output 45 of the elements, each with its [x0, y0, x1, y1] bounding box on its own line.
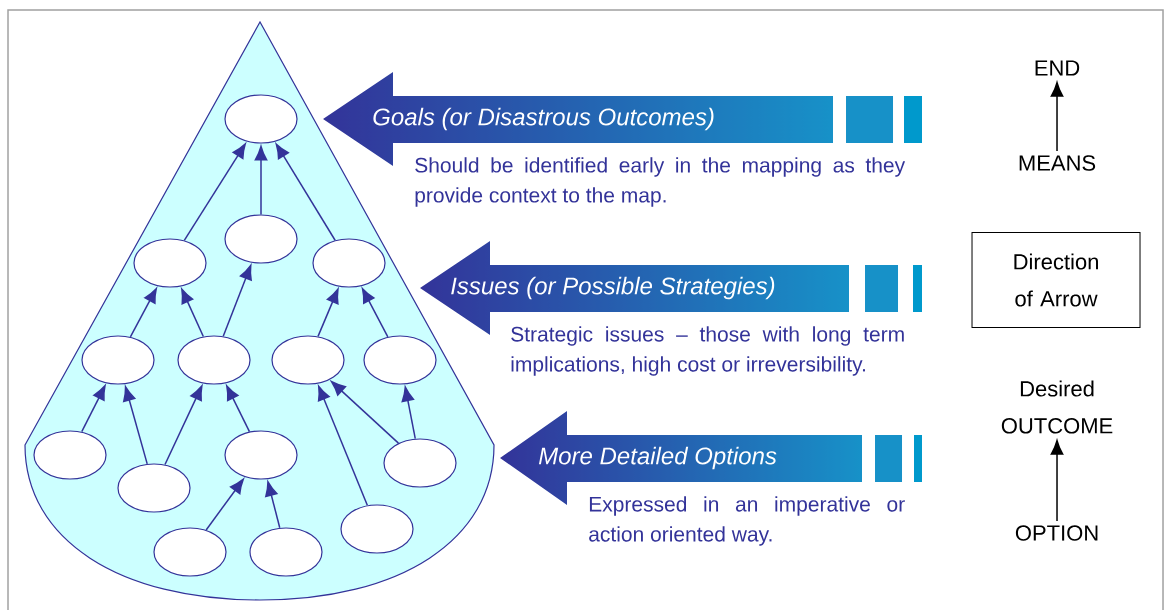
- block-arrow: Goals (or Disastrous Outcomes): [373, 107, 714, 131]
- label-text: Desired OUTCOME: [1001, 380, 1113, 434]
- ellipse-node: [383, 438, 457, 488]
- ellipse-node: [177, 335, 251, 385]
- arrow: [1050, 81, 1064, 152]
- ellipse-node: [81, 335, 155, 385]
- arrow: [129, 287, 157, 338]
- label-text: OPTION: [1015, 525, 1098, 541]
- arrow: [81, 385, 106, 433]
- arrow: [181, 288, 205, 338]
- arrow: [275, 143, 336, 241]
- ellipse-node: [249, 527, 323, 577]
- ellipse-node: [271, 335, 345, 385]
- description-text: Strategic issues – those with long term implications, high cost or irreversibility.: [511, 326, 904, 376]
- arrow: [205, 478, 244, 531]
- label-text: END: [1035, 60, 1080, 76]
- ellipse-node: [224, 94, 298, 144]
- arrow: [265, 481, 281, 529]
- description-text: Expressed in an imperative or action oriented way.: [589, 496, 905, 546]
- arrow: [330, 381, 400, 444]
- label-text: MEANS: [1019, 155, 1096, 171]
- arrow: [317, 288, 339, 338]
- arrow: [254, 145, 268, 216]
- ellipse-node: [312, 238, 386, 288]
- ellipse-node: [340, 504, 414, 554]
- ellipse-node: [117, 463, 191, 513]
- ellipse-node: [33, 430, 107, 480]
- arrow: [401, 386, 416, 440]
- legend-box: Direction of Arrow: [971, 232, 1141, 328]
- ellipse-node: [363, 335, 437, 385]
- ellipse-node: [133, 238, 207, 288]
- arrow: [164, 385, 203, 466]
- arrow: [226, 385, 251, 433]
- arrow: [317, 385, 369, 507]
- ellipse-node: [153, 527, 227, 577]
- arrow: [1050, 439, 1064, 522]
- block-arrow: More Detailed Options: [538, 446, 777, 470]
- arrow: [222, 264, 252, 337]
- description-text: Should be identified early in the mapping as they provide context to the map.: [415, 157, 906, 207]
- block-arrow: Issues (or Possible Strategies): [451, 276, 775, 300]
- arrow: [361, 287, 389, 338]
- ellipse-node: [224, 430, 298, 480]
- arrow: [183, 143, 246, 242]
- arrow: [123, 386, 148, 465]
- ellipse-node: [224, 214, 298, 264]
